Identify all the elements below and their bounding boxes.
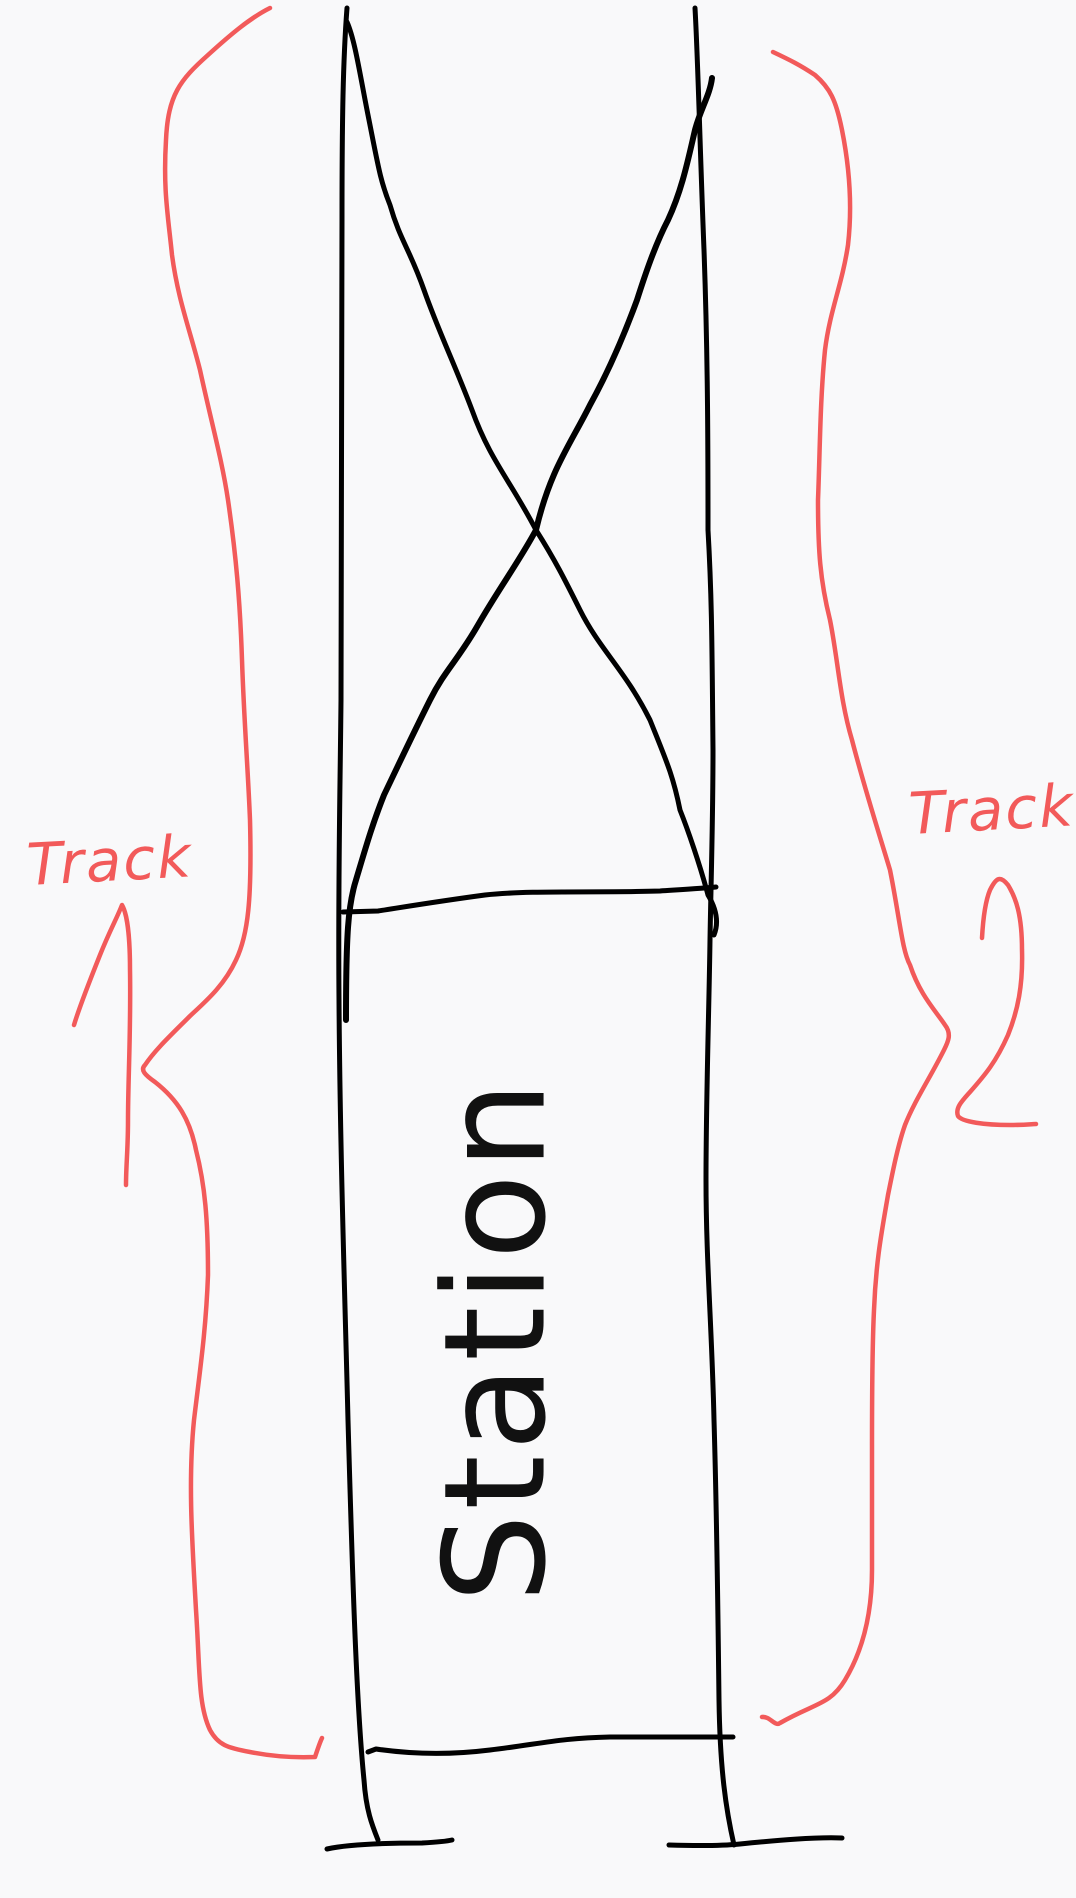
station-bottom-beam bbox=[365, 1734, 736, 1756]
left-rail bbox=[336, 5, 381, 1843]
right-number-2 bbox=[955, 876, 1039, 1128]
station-top-beam bbox=[340, 884, 719, 915]
station-label-group: Station bbox=[415, 1077, 578, 1603]
right-foot bbox=[666, 1835, 845, 1849]
right-rail bbox=[692, 5, 737, 1848]
left-brace bbox=[140, 5, 325, 1760]
tower-structure bbox=[324, 5, 845, 1852]
left-number-1 bbox=[71, 902, 133, 1188]
left-track-label: Track bbox=[25, 822, 195, 899]
cross-brace-a bbox=[344, 19, 719, 938]
cross-brace-b bbox=[343, 75, 715, 1023]
annotations: Track Track bbox=[25, 5, 1076, 1760]
right-track-label: Track bbox=[907, 771, 1076, 848]
right-brace bbox=[759, 49, 952, 1727]
station-label: Station bbox=[415, 1077, 578, 1603]
left-foot bbox=[324, 1837, 455, 1852]
